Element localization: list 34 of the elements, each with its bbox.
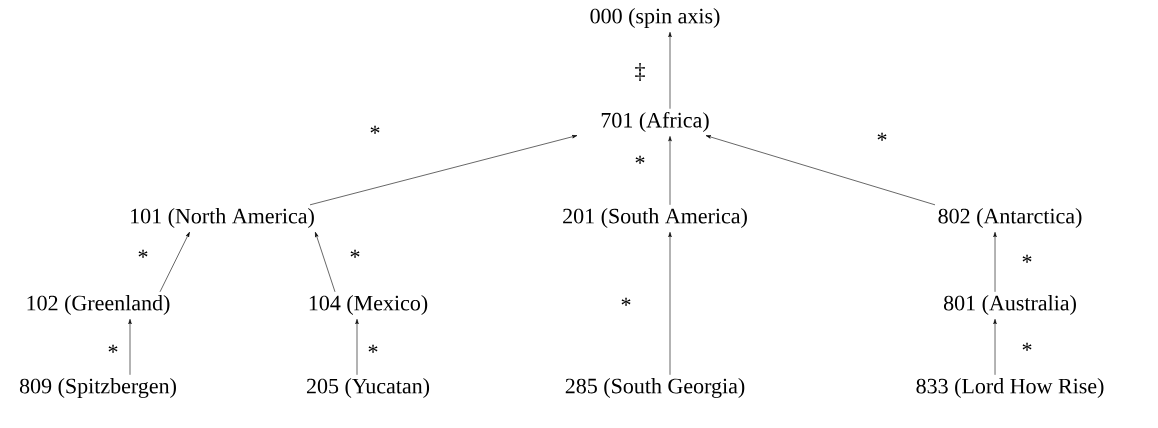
edge-label: * bbox=[875, 131, 889, 149]
edge-label: * bbox=[348, 248, 362, 266]
place-label: 104 (Mexico) bbox=[309, 295, 428, 315]
arrow bbox=[128, 318, 132, 376]
place-label: 802 (Antarctica) bbox=[938, 208, 1082, 228]
edge-label: * bbox=[1020, 253, 1034, 271]
arrow bbox=[355, 318, 359, 376]
arrow bbox=[668, 136, 672, 206]
arrow bbox=[668, 231, 672, 376]
edge-label: * bbox=[1020, 341, 1034, 359]
arrow bbox=[159, 231, 190, 293]
place-label: 201 (South America) bbox=[563, 208, 747, 228]
edge-label: ‡ bbox=[633, 62, 647, 82]
edge-label: * bbox=[136, 248, 150, 266]
arrow bbox=[668, 31, 672, 109]
edge-label: * bbox=[633, 154, 647, 172]
place-label: 833 (Lord How Rise) bbox=[916, 378, 1104, 398]
place-label: 000 (spin axis) bbox=[590, 8, 720, 28]
arrow bbox=[993, 231, 997, 293]
place-label: 285 (South Georgia) bbox=[565, 378, 745, 398]
edge-label: * bbox=[368, 124, 382, 142]
place-label: 701 (Africa) bbox=[601, 111, 709, 133]
place-label: 102 (Greenland) bbox=[27, 295, 170, 315]
arrow bbox=[315, 231, 336, 293]
edge-label: * bbox=[366, 343, 380, 361]
place-label: 801 (Australia) bbox=[943, 295, 1076, 315]
place-label: 101 (North America) bbox=[131, 208, 314, 228]
edge-label: * bbox=[619, 296, 633, 314]
arrow bbox=[993, 318, 997, 376]
arrow bbox=[309, 135, 578, 206]
arrow bbox=[705, 135, 936, 206]
place-label: 809 (Spitzbergen) bbox=[19, 378, 176, 398]
edge-label: * bbox=[106, 343, 120, 361]
place-label: 205 (Yucatan) bbox=[306, 378, 430, 398]
